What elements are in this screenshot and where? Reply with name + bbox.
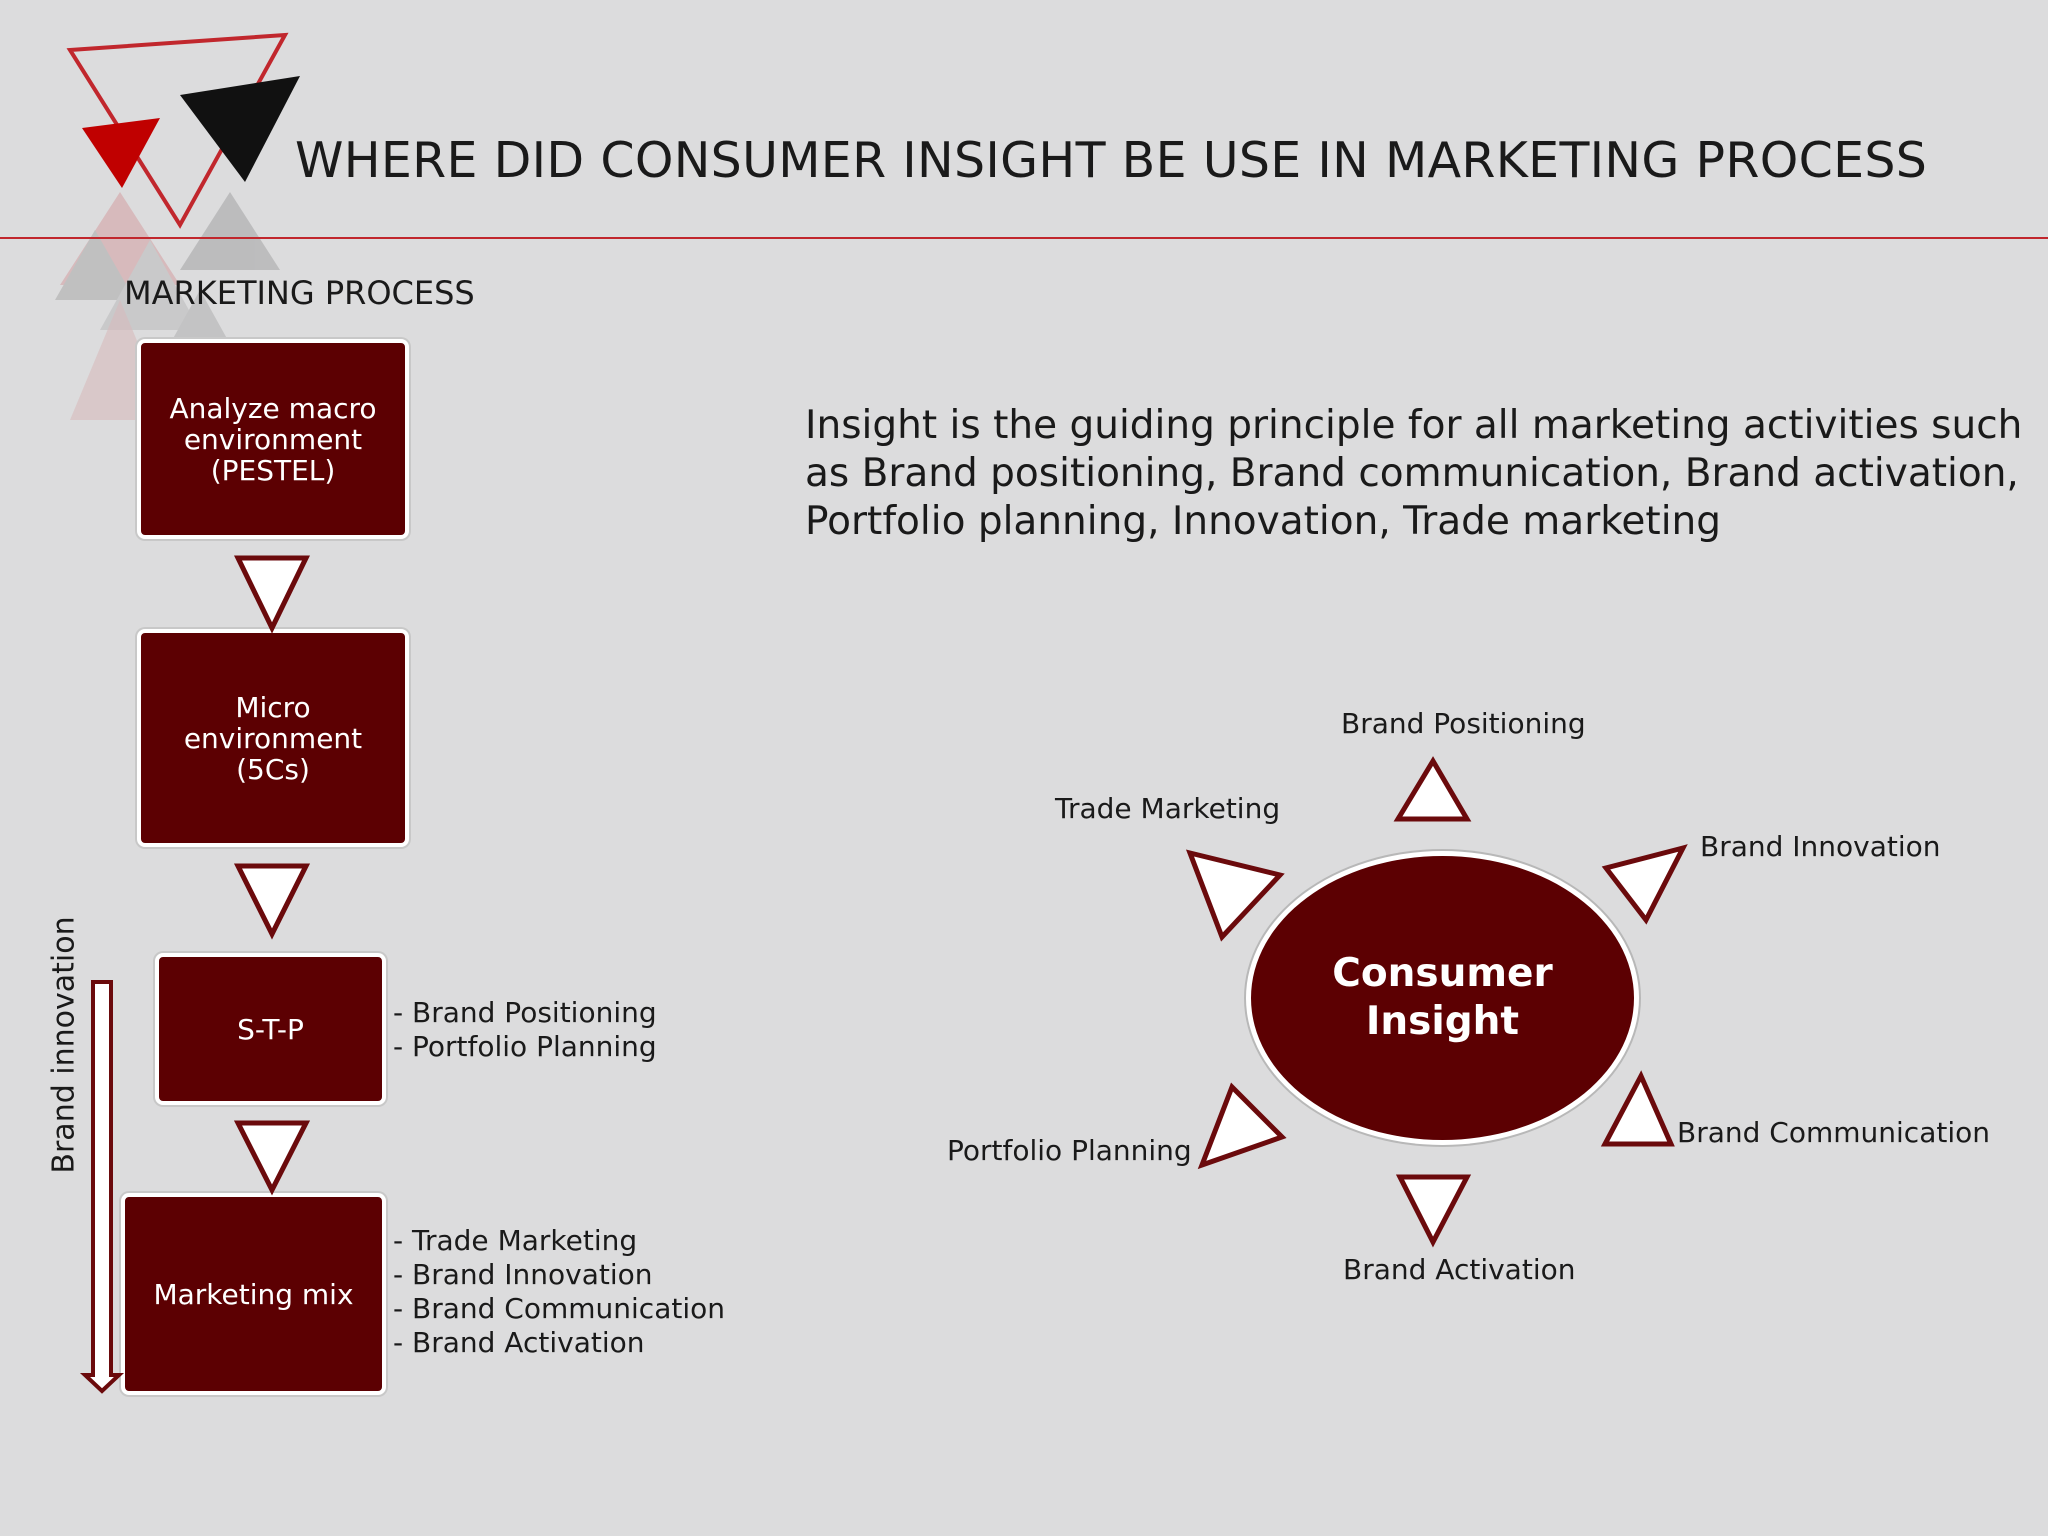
flow-arrow-3 bbox=[233, 1120, 311, 1196]
title-rule bbox=[0, 237, 2048, 239]
flow-arrow-1 bbox=[234, 555, 310, 634]
spoke-arrow-top-left bbox=[1185, 849, 1285, 942]
spoke-label-brand-innovation: Brand Innovation bbox=[1700, 830, 1941, 863]
spoke-arrow-top-right bbox=[1601, 844, 1688, 925]
process-step-mix-label: Marketing mix bbox=[153, 1277, 354, 1311]
stp-activities: - Brand Positioning - Portfolio Planning bbox=[393, 996, 657, 1064]
stp-activity: - Brand Positioning bbox=[393, 996, 657, 1029]
spoke-arrow-bottom-left bbox=[1197, 1082, 1287, 1170]
insight-statement: Insight is the guiding principle for all… bbox=[805, 403, 2023, 544]
stp-activity: - Portfolio Planning bbox=[393, 1030, 657, 1063]
consumer-insight-label: Consumer Insight bbox=[1332, 951, 1553, 1044]
section-label: MARKETING PROCESS bbox=[124, 274, 475, 312]
process-step-macro: Analyze macro environment (PESTEL) bbox=[137, 339, 409, 539]
spoke-arrow-top bbox=[1393, 756, 1472, 822]
process-step-macro-label: Analyze macro environment (PESTEL) bbox=[169, 391, 377, 487]
mix-activity: - Brand Activation bbox=[393, 1326, 645, 1359]
page-title: WHERE DID CONSUMER INSIGHT BE USE IN MAR… bbox=[295, 132, 1928, 189]
process-step-marketing-mix: Marketing mix bbox=[121, 1193, 386, 1395]
flow-arrows bbox=[79, 555, 311, 1394]
spoke-label-brand-activation: Brand Activation bbox=[1343, 1253, 1576, 1286]
mix-activity: - Brand Communication bbox=[393, 1292, 725, 1325]
process-step-stp-label: S-T-P bbox=[237, 1012, 304, 1046]
brand-innovation-down-arrow bbox=[79, 980, 125, 1394]
flow-arrow-2 bbox=[233, 863, 311, 940]
mix-activity: - Brand Innovation bbox=[393, 1258, 653, 1291]
mix-activity: - Trade Marketing bbox=[393, 1224, 638, 1257]
spoke-arrow-bottom-right bbox=[1600, 1070, 1675, 1147]
spoke-label-brand-positioning: Brand Positioning bbox=[1341, 707, 1586, 740]
spoke-label-brand-communication: Brand Communication bbox=[1677, 1116, 1990, 1149]
spoke-arrow-bottom bbox=[1395, 1174, 1472, 1248]
logo-black-triangle bbox=[180, 76, 300, 182]
process-step-micro-label: Micro environment (5Cs) bbox=[183, 690, 363, 786]
spoke-label-portfolio-planning: Portfolio Planning bbox=[947, 1134, 1192, 1167]
mix-activities: - Trade Marketing - Brand Innovation - B… bbox=[393, 1224, 725, 1360]
consumer-insight-hub: Consumer Insight bbox=[1246, 851, 1639, 1145]
logo-red-triangle bbox=[82, 118, 160, 188]
process-step-micro: Micro environment (5Cs) bbox=[137, 629, 409, 847]
spoke-label-trade-marketing: Trade Marketing bbox=[1055, 792, 1281, 825]
process-step-stp: S-T-P bbox=[155, 953, 386, 1105]
